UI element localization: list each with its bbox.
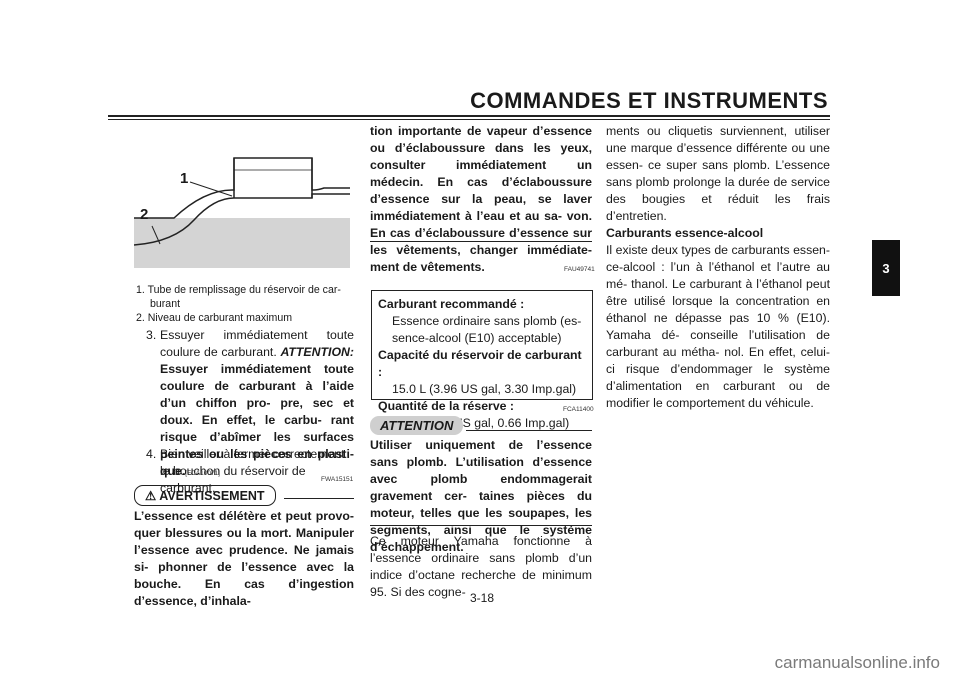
- warning-triangle-icon: ⚠: [145, 489, 157, 503]
- fuel-spec-box: Carburant recommandé : Essence ordinaire…: [371, 290, 593, 430]
- watermark-link[interactable]: carmanualsonline.info: [774, 653, 940, 672]
- step-4: 4. Bien veiller à fermer correctement le…: [146, 446, 354, 497]
- cap-value: 15.0 L (3.96 US gal, 3.30 Imp.gal): [392, 382, 577, 396]
- caption-2: 2. Niveau de carburant maximum: [136, 312, 293, 324]
- warning-text: L’essence est délétère et peut provo- qu…: [134, 509, 354, 608]
- step-3-text: Essuyer immédiatement toute coulure de c…: [160, 328, 354, 359]
- body-paragraph-2: Il existe deux types de carburants essen…: [606, 243, 830, 410]
- attention-code: FCA11400: [563, 406, 594, 413]
- rec-value: Essence ordinaire sans plomb (es- sence-…: [392, 314, 582, 345]
- column-3: ments ou cliquetis surviennent, utiliser…: [606, 123, 830, 412]
- warning-label: AVERTISSEMENT: [159, 489, 265, 503]
- step-3-number: 3.: [146, 328, 157, 342]
- octane-text: Ce moteur Yamaha fonctionne à l’essence …: [370, 534, 592, 599]
- caption-1-cont: burant: [150, 298, 181, 310]
- body-paragraph-1: ments ou cliquetis surviennent, utiliser…: [606, 124, 830, 223]
- fuel-spec-code: FAU49741: [564, 266, 595, 273]
- cap-label: Capacité du réservoir de carburant :: [378, 348, 582, 379]
- warning-end-rule: [370, 241, 592, 242]
- warning-rule: [284, 498, 354, 499]
- warning-badge: ⚠ AVERTISSEMENT: [134, 485, 276, 506]
- warning-continued: tion importante de vapeur d’essence ou d…: [370, 124, 592, 274]
- page-number: 3-18: [470, 591, 495, 605]
- fuel-tank-figure: 1 2: [133, 150, 350, 268]
- step-3: 3. Essuyer immédiatement toute coulure d…: [146, 327, 354, 482]
- attention-label: ATTENTION: [370, 416, 464, 435]
- callout-1: 1: [180, 170, 189, 187]
- attention-rule: [466, 430, 592, 431]
- step-4-text: Bien veiller à fermer correctement le bo…: [160, 447, 345, 495]
- attention-end-rule: [370, 525, 592, 526]
- warning-label-wrap: ⚠ AVERTISSEMENT: [134, 485, 276, 506]
- step-3-code: [FCA10071]: [185, 470, 220, 477]
- page-header-title: COMMANDES ET INSTRUMENTS: [470, 88, 828, 113]
- rec-label: Carburant recommandé :: [378, 297, 525, 311]
- step-3-bold: Essuyer immédiatement toute coulure de c…: [160, 362, 354, 478]
- callout-2: 2: [140, 206, 149, 223]
- attention-text: Utiliser uniquement de l’essence sans pl…: [370, 438, 592, 554]
- warning-code: FWA15151: [321, 476, 354, 483]
- step-4-number: 4.: [146, 447, 157, 461]
- caption-1: 1. Tube de remplissage du réservoir de c…: [136, 284, 341, 296]
- attention-badge: ATTENTION: [370, 416, 464, 435]
- res-label: Quantité de la réserve :: [378, 399, 515, 413]
- figure-captions: 1. Tube de remplissage du réservoir de c…: [136, 283, 356, 325]
- chapter-tab: 3: [872, 240, 900, 296]
- header-rule-bottom: [108, 119, 830, 120]
- header-rule-top: [108, 115, 830, 117]
- section-heading: Carburants essence-alcool: [606, 226, 764, 240]
- chapter-number: 3: [882, 260, 890, 276]
- fuel-filler-illustration: [133, 157, 350, 268]
- step-3-attention: ATTENTION:: [280, 345, 354, 359]
